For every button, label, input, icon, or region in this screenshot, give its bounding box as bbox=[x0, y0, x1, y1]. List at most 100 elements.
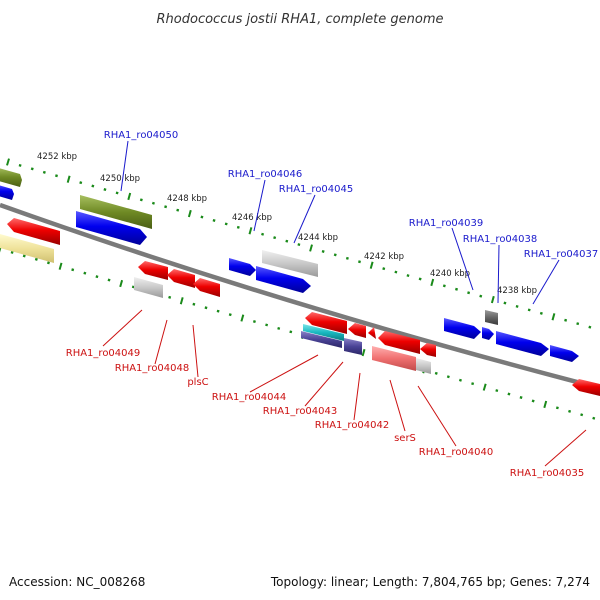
upper-track-major-tick bbox=[66, 175, 71, 183]
tick-label-4238: 4238 kbp bbox=[497, 286, 537, 296]
lower-track-minor-tick bbox=[216, 309, 220, 313]
gene-arrow-plsC[interactable] bbox=[193, 278, 220, 297]
gene-pink-serS[interactable] bbox=[372, 346, 416, 371]
reverse-strand-genes bbox=[0, 218, 600, 396]
gene-gray-ro04040[interactable] bbox=[416, 358, 431, 374]
lower-track-minor-tick bbox=[10, 250, 14, 254]
upper-track-minor-tick bbox=[297, 243, 301, 247]
gene-dark-ro04038[interactable] bbox=[485, 310, 498, 325]
upper-track-minor-tick bbox=[467, 291, 471, 295]
gene-label-ro04037[interactable]: RHA1_ro04037 bbox=[524, 249, 599, 260]
gene-cyan-ro04044[interactable] bbox=[303, 324, 344, 341]
gene-arrow-ro04045[interactable] bbox=[256, 266, 311, 293]
gene-olive-ro04050[interactable] bbox=[80, 195, 152, 229]
callout-ro04037 bbox=[532, 259, 560, 305]
kbp-scale: 4252 kbp 4250 kbp 4248 kbp 4246 kbp 4244… bbox=[37, 152, 537, 296]
gene-label-ro04049[interactable]: RHA1_ro04049 bbox=[66, 348, 141, 359]
gene-arrow-ro04046[interactable] bbox=[229, 258, 256, 276]
tick-label-4242: 4242 kbp bbox=[364, 252, 404, 262]
chromosome-backbone bbox=[0, 202, 600, 391]
upper-track-minor-tick bbox=[527, 308, 531, 312]
gene-label-ro04035[interactable]: RHA1_ro04035 bbox=[510, 468, 585, 479]
gene-gray-ro04045[interactable] bbox=[262, 250, 318, 277]
gene-label-ro04048[interactable]: RHA1_ro04048 bbox=[115, 363, 190, 374]
gene-yellow-left[interactable] bbox=[0, 234, 54, 263]
gene-label-ro04040[interactable]: RHA1_ro04040 bbox=[419, 447, 494, 458]
forward-strand-genes bbox=[0, 167, 579, 362]
gene-label-ro04042[interactable]: RHA1_ro04042 bbox=[315, 420, 390, 431]
gene-arrow-red-left[interactable] bbox=[7, 218, 60, 245]
lower-track-minor-tick bbox=[265, 323, 269, 327]
gene-gray-ro04049[interactable] bbox=[134, 277, 163, 298]
gene-arrow-small[interactable] bbox=[482, 327, 494, 340]
gene-arrow-ro04049[interactable] bbox=[138, 261, 168, 280]
gene-purple-ro04042[interactable] bbox=[344, 338, 362, 355]
upper-track-major-tick bbox=[187, 209, 192, 218]
lower-track-minor-tick bbox=[107, 278, 111, 282]
gene-arrow-ro04042[interactable] bbox=[368, 327, 376, 339]
upper-track-minor-tick bbox=[285, 239, 289, 243]
gene-arrow-ro04048[interactable] bbox=[167, 269, 195, 288]
gene-arrow-olive-left[interactable] bbox=[0, 167, 22, 187]
gene-label-ro04046[interactable]: RHA1_ro04046 bbox=[228, 169, 303, 180]
gene-arrow-ro04043[interactable] bbox=[348, 323, 366, 338]
upper-track-minor-tick bbox=[358, 260, 361, 264]
lower-track-major-tick bbox=[482, 383, 487, 391]
callout-ro04039 bbox=[451, 227, 474, 291]
gene-label-ro04050[interactable]: RHA1_ro04050 bbox=[104, 130, 179, 141]
callout-ro04050 bbox=[120, 140, 129, 192]
lower-track-minor-tick bbox=[277, 326, 281, 330]
lower-track-minor-tick bbox=[95, 275, 99, 279]
callout-ro04045 bbox=[293, 194, 316, 244]
upper-track-minor-tick bbox=[30, 167, 34, 171]
lower-track-minor-tick bbox=[204, 306, 208, 310]
tick-label-4240: 4240 kbp bbox=[430, 269, 470, 279]
map-title: Rhodococcus jostii RHA1, complete genome bbox=[157, 12, 444, 27]
callout-ro04040 bbox=[417, 385, 457, 447]
gene-arrow-blue-left[interactable] bbox=[0, 184, 14, 200]
gene-purple-ro04043[interactable] bbox=[301, 331, 342, 348]
callout-ro04038 bbox=[497, 244, 500, 304]
upper-track-minor-tick bbox=[564, 318, 568, 322]
lower-track-minor-tick bbox=[519, 395, 523, 400]
gene-label-ro04043[interactable]: RHA1_ro04043 bbox=[263, 406, 338, 417]
gene-label-ro04045[interactable]: RHA1_ro04045 bbox=[279, 184, 354, 195]
gene-labels: RHA1_ro04050 RHA1_ro04046 RHA1_ro04045 R… bbox=[66, 130, 599, 479]
accession-text: Accession: NC_008268 bbox=[9, 575, 145, 589]
lower-track-minor-tick bbox=[446, 375, 450, 379]
gene-arrow-ro04040[interactable] bbox=[420, 343, 436, 357]
upper-track-minor-tick bbox=[539, 311, 543, 315]
lower-track-minor-tick bbox=[458, 378, 462, 382]
upper-track-major-tick bbox=[369, 261, 374, 269]
gene-label-serS[interactable]: serS bbox=[394, 433, 416, 444]
lower-track-minor-tick bbox=[252, 320, 256, 324]
gene-label-ro04044[interactable]: RHA1_ro04044 bbox=[212, 392, 287, 403]
gene-label-ro04039[interactable]: RHA1_ro04039 bbox=[409, 218, 484, 229]
tick-label-4250: 4250 kbp bbox=[100, 174, 140, 184]
callout-ro04044 bbox=[249, 354, 319, 393]
upper-track-minor-tick bbox=[103, 188, 107, 192]
gene-arrow-ro04050[interactable] bbox=[76, 211, 147, 245]
lower-track-minor-tick bbox=[46, 261, 50, 265]
gene-arrow-ro04044[interactable] bbox=[305, 312, 347, 334]
gene-label-plsC[interactable]: plsC bbox=[187, 377, 208, 388]
upper-track-minor-tick bbox=[151, 201, 155, 205]
upper-track-minor-tick bbox=[321, 249, 325, 253]
upper-track-minor-tick bbox=[212, 218, 216, 222]
gene-arrow-ro04035[interactable] bbox=[572, 379, 600, 396]
upper-track-major-tick bbox=[309, 244, 313, 252]
upper-track-minor-tick bbox=[345, 256, 349, 260]
tick-label-4252: 4252 kbp bbox=[37, 152, 77, 162]
gene-arrow-serS[interactable] bbox=[378, 331, 420, 354]
upper-track-minor-tick bbox=[79, 181, 83, 185]
gene-arrow-ro04037a[interactable] bbox=[496, 331, 549, 356]
gene-arrow-ro04037b[interactable] bbox=[550, 345, 579, 362]
lower-track-minor-tick bbox=[495, 389, 499, 393]
upper-track-minor-tick bbox=[394, 270, 398, 274]
gene-arrow-ro04039[interactable] bbox=[444, 318, 481, 339]
upper-track-minor-tick bbox=[42, 170, 46, 174]
lower-track-minor-tick bbox=[289, 330, 293, 334]
gene-label-ro04038[interactable]: RHA1_ro04038 bbox=[463, 234, 538, 245]
callout-ro04049 bbox=[102, 309, 143, 347]
